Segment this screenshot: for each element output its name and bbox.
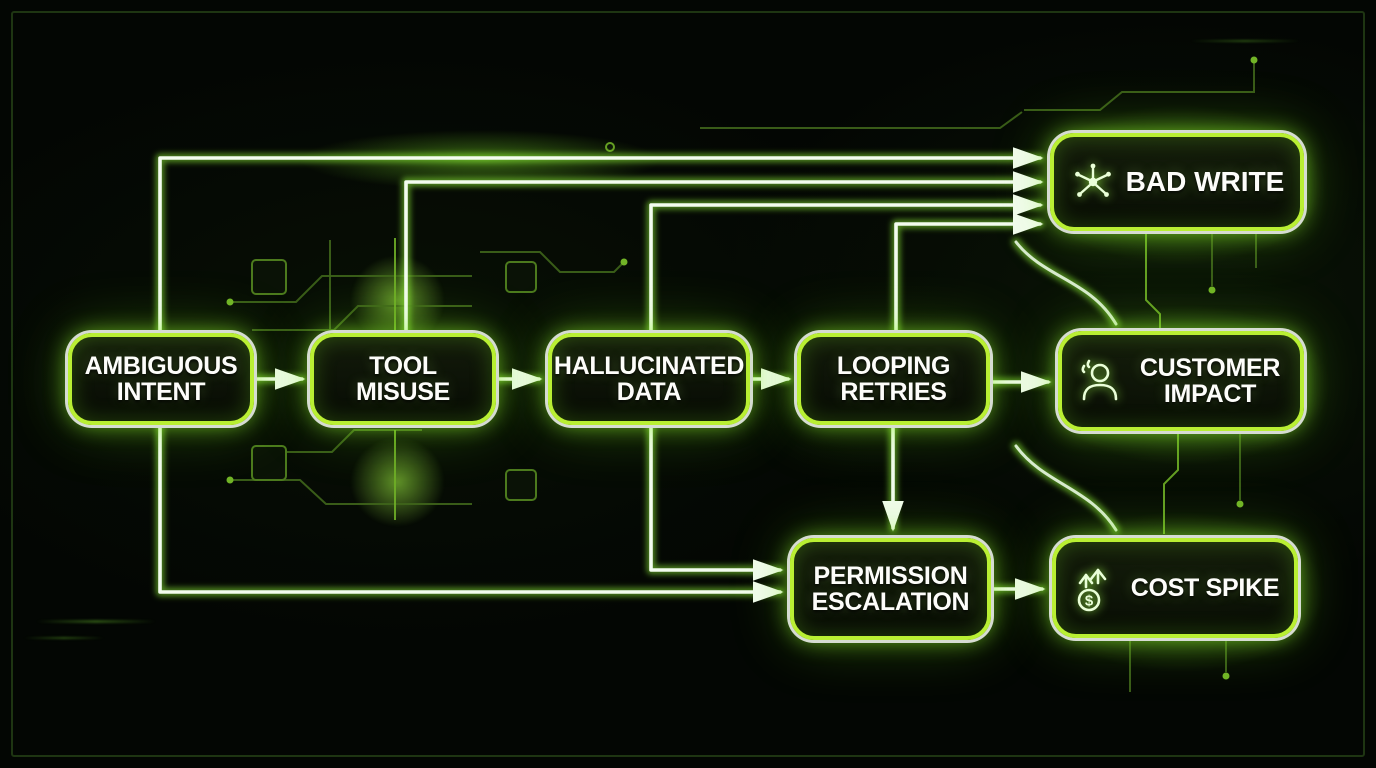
node-looping-retries: LOOPING RETRIES [797,333,990,425]
node-ambiguous-intent: AMBIGUOUS INTENT [68,333,254,425]
glitch-streak-right [1190,40,1300,42]
node-label: HALLUCINATED DATA [553,351,745,406]
node-label: BAD WRITE [1125,166,1285,198]
glitch-streak-left-2 [24,637,104,639]
node-label: COST SPIKE [1130,573,1280,602]
edge-customer-impact-cost-spike [1014,444,1118,532]
edge-hallucinated-data-bad-write [649,194,1044,333]
edge-looping-retries-bad-write [894,213,1044,333]
node-label: TOOL MISUSE [355,351,451,406]
edge-ambiguous-intent-bad-write [158,147,1044,333]
circuit-branch-icon [1070,159,1116,205]
node-label: PERMISSION ESCALATION [811,561,970,616]
edge-bad-write-customer-impact [1014,240,1118,326]
glitch-streak-left [36,620,156,623]
node-cost-spike: $ COST SPIKE [1052,538,1298,638]
frame-border [11,11,1365,757]
node-tool-misuse: TOOL MISUSE [310,333,496,425]
svg-text:$: $ [1085,593,1094,610]
rising-cost-icon: $ [1071,563,1121,613]
circuit-decoration [226,56,1258,692]
edge-ambiguous-intent-permission-escalation [158,425,784,603]
node-customer-impact: CUSTOMER IMPACT [1058,331,1304,431]
node-bad-write: BAD WRITE [1050,133,1304,231]
stressed-person-icon [1074,357,1122,405]
node-label: AMBIGUOUS INTENT [84,351,238,406]
node-label: CUSTOMER IMPACT [1139,353,1281,408]
node-hallucinated-data: HALLUCINATED DATA [548,333,750,425]
node-label: LOOPING RETRIES [836,351,951,406]
edge-hallucinated-data-permission-escalation [649,425,784,581]
node-permission-escalation: PERMISSION ESCALATION [790,538,991,640]
